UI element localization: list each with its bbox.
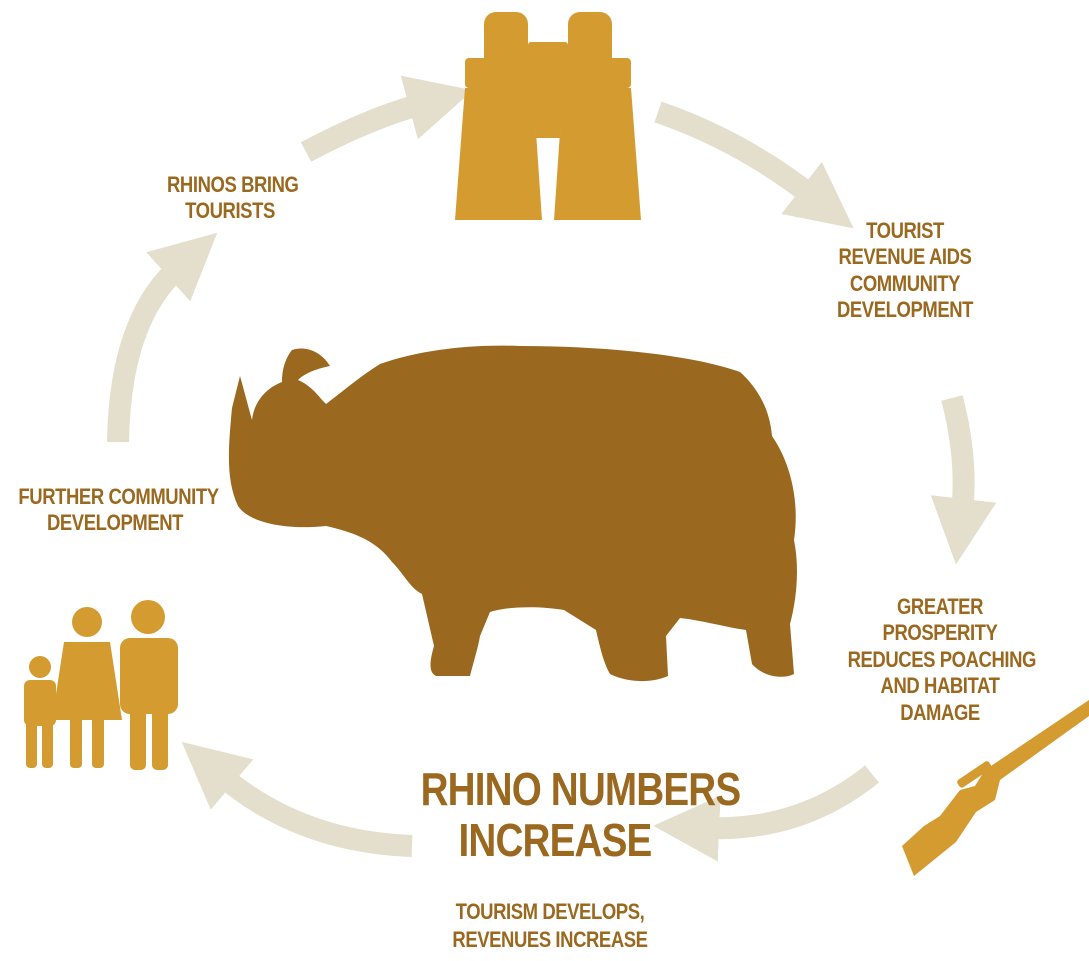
family-icon bbox=[24, 600, 178, 770]
arrow-to-revenue bbox=[654, 101, 854, 229]
arrow-to-family bbox=[181, 741, 413, 857]
label-line: DAMAGE bbox=[900, 699, 980, 725]
center-title: RHINO NUMBERS INCREASE bbox=[420, 763, 742, 866]
arrow-to-tourists bbox=[107, 232, 218, 443]
label-line: REVENUES INCREASE bbox=[452, 926, 648, 952]
label-line: TOURISTS bbox=[185, 198, 275, 224]
binoculars-icon bbox=[455, 12, 641, 220]
label-line: REVENUE AIDS bbox=[838, 244, 972, 270]
label-greater-prosperity: GREATER PROSPERITY REDUCES POACHING AND … bbox=[847, 594, 1037, 726]
label-line: COMMUNITY bbox=[849, 270, 961, 296]
label-tourism-develops: TOURISM DEVELOPS, REVENUES INCREASE bbox=[449, 898, 651, 953]
label-line: RHINOS BRING bbox=[167, 172, 299, 197]
rhino-silhouette-icon bbox=[228, 345, 797, 682]
label-line: DEVELOPMENT bbox=[836, 297, 974, 323]
label-line: DEVELOPMENT bbox=[46, 510, 184, 536]
label-line: AND HABITAT bbox=[880, 673, 1000, 699]
title-line: INCREASE bbox=[458, 813, 653, 866]
label-tourist-revenue: TOURIST REVENUE AIDS COMMUNITY DEVELOPME… bbox=[834, 218, 977, 324]
label-line: REDUCES POACHING bbox=[847, 646, 1037, 672]
arrow-to-tourism bbox=[653, 765, 879, 862]
label-further-community-development: FURTHER COMMUNITY DEVELOPMENT bbox=[18, 484, 219, 537]
arrow-to-prosperity bbox=[930, 395, 997, 565]
label-line: FURTHER COMMUNITY bbox=[18, 484, 219, 509]
title-line: RHINO NUMBERS bbox=[420, 763, 742, 815]
label-line: TOURIST bbox=[866, 218, 944, 243]
arrow-to-binoculars bbox=[300, 75, 473, 162]
label-rhinos-bring-tourists: RHINOS BRING TOURISTS bbox=[167, 172, 299, 225]
label-line: GREATER bbox=[896, 594, 984, 619]
label-line: PROSPERITY bbox=[882, 620, 998, 646]
rifle-icon bbox=[902, 700, 1089, 876]
label-line: TOURISM DEVELOPS, bbox=[455, 899, 645, 924]
